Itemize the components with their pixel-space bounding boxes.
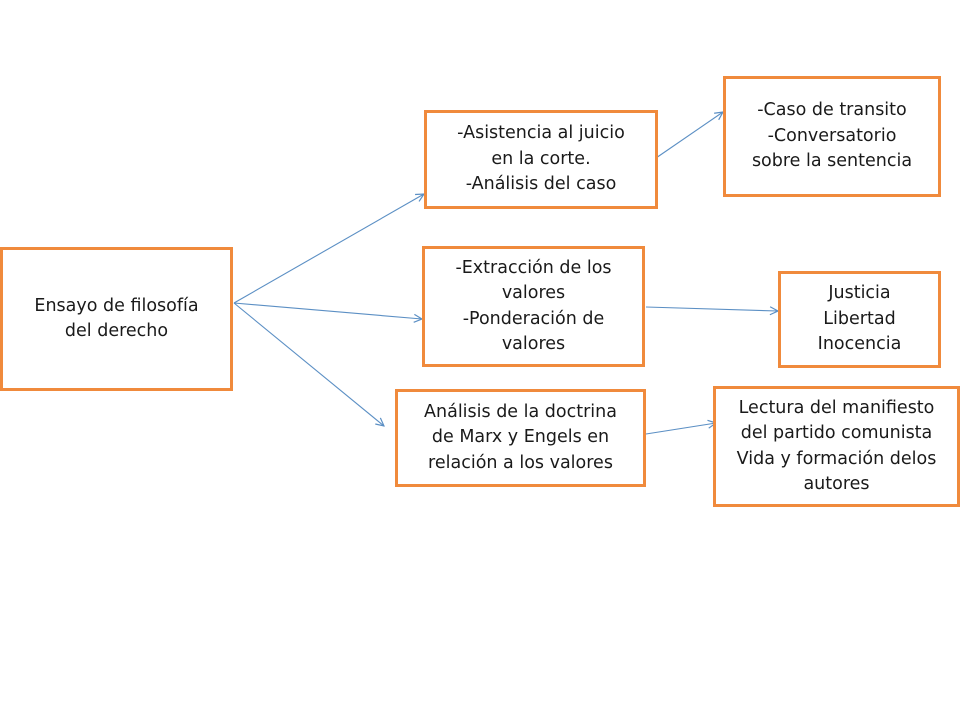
branch-2-line-4: valores bbox=[501, 333, 566, 354]
arrow-root-to-branch-1 bbox=[233, 194, 424, 304]
branch-3-line-2: de Marx y Engels en bbox=[431, 427, 610, 448]
leaf-node-traffic-case: -Caso de transito -Conversatorio sobre l… bbox=[723, 76, 941, 197]
leaf-3-line-2: del partido comunista bbox=[740, 423, 933, 444]
branch-2-line-1: -Extracción de los bbox=[455, 257, 612, 278]
leaf-1-line-1: -Caso de transito bbox=[757, 100, 907, 121]
arrow-branch-1-to-leaf-1 bbox=[655, 112, 723, 159]
branch-1-line-1: -Asistencia al juicio bbox=[457, 123, 625, 144]
arrow-branch-3-to-leaf-3 bbox=[645, 423, 716, 435]
arrow-root-to-branch-2 bbox=[233, 302, 422, 319]
root-line-1: Ensayo de filosofía bbox=[34, 295, 199, 316]
leaf-2-line-2: Libertad bbox=[823, 308, 896, 329]
root-line-2: del derecho bbox=[64, 321, 169, 341]
branch-node-values-extraction: -Extracción de los valores -Ponderación … bbox=[422, 246, 645, 367]
arrow-branch-2-to-leaf-2 bbox=[645, 307, 778, 311]
leaf-3-line-4: autores bbox=[803, 473, 870, 494]
leaf-2-line-1: Justicia bbox=[828, 283, 891, 304]
branch-1-line-3: -Análisis del caso bbox=[465, 174, 617, 195]
leaf-1-line-2: -Conversatorio bbox=[767, 125, 897, 146]
leaf-3-line-1: Lectura del manifiesto bbox=[738, 397, 935, 418]
branch-3-line-3: relación a los valores bbox=[428, 452, 613, 473]
root-node: Ensayo de filosofía del derecho bbox=[0, 247, 233, 391]
branch-node-court-hearing: -Asistencia al juicio en la corte. -Anál… bbox=[424, 110, 658, 209]
leaf-1-line-3: sobre la sentencia bbox=[751, 151, 913, 172]
leaf-3-line-3: Vida y formación delos bbox=[736, 448, 937, 469]
leaf-node-manifesto-reading: Lectura del manifiesto del partido comun… bbox=[713, 386, 960, 507]
branch-1-line-2: en la corte. bbox=[491, 148, 591, 169]
branch-node-marx-engels-doctrine: Análisis de la doctrina de Marx y Engels… bbox=[395, 389, 646, 487]
branch-2-line-2: valores bbox=[501, 283, 566, 304]
arrow-root-to-branch-3 bbox=[233, 302, 384, 426]
branch-2-line-3: -Ponderación de bbox=[462, 308, 605, 329]
branch-3-line-1: Análisis de la doctrina bbox=[424, 401, 617, 422]
leaf-2-line-3: Inocencia bbox=[817, 334, 902, 355]
leaf-node-values-list: Justicia Libertad Inocencia bbox=[778, 271, 941, 368]
